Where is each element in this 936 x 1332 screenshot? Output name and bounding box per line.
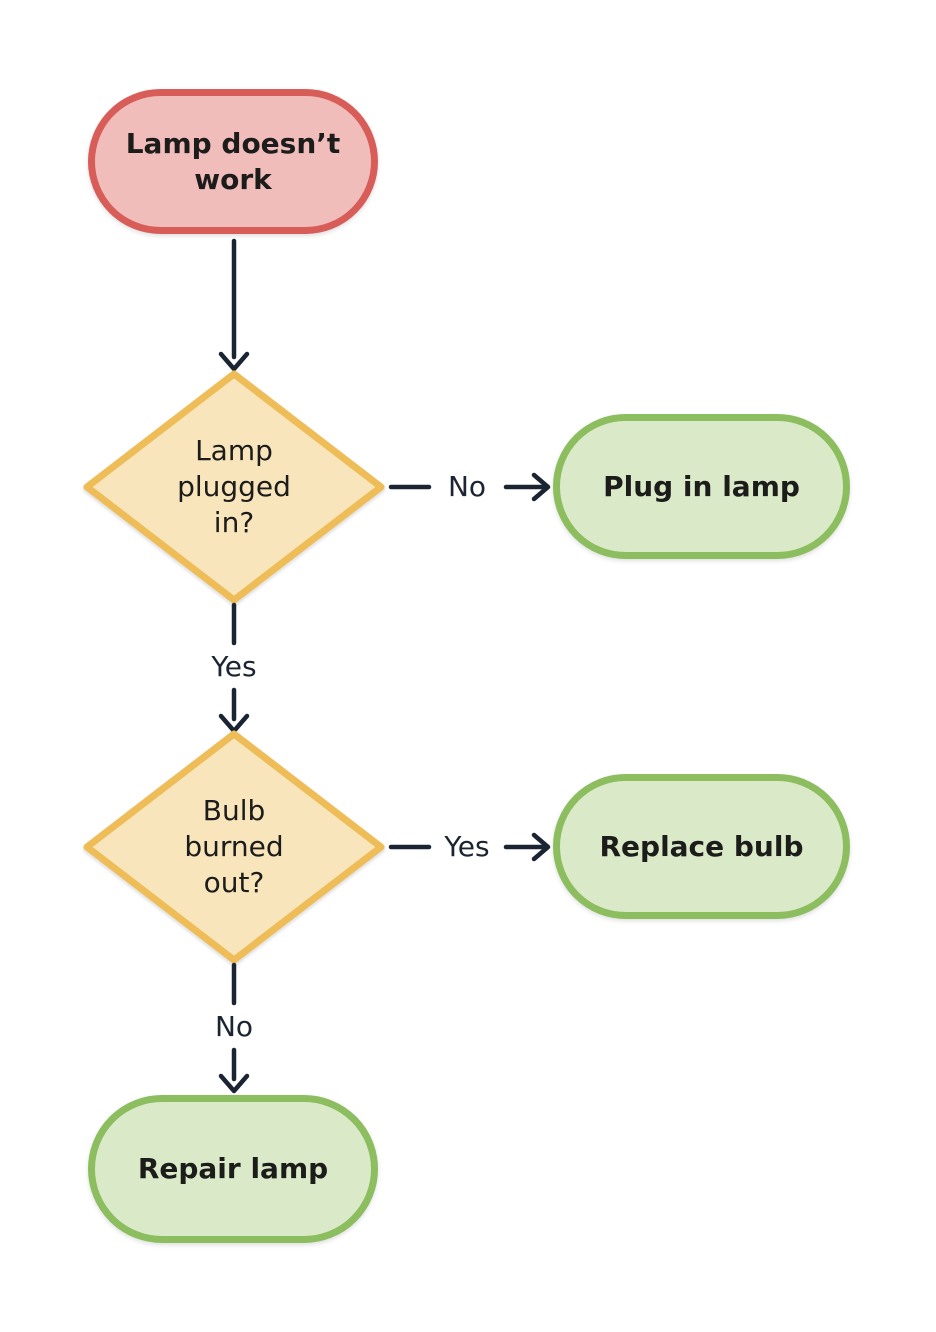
edge-bulb-no-arrowhead-icon [218, 1073, 250, 1094]
node-label-line: Bulb [202, 794, 266, 827]
edge-label-no: No [447, 470, 487, 503]
node-label-line: plugged [177, 470, 291, 503]
node-label-line: work [194, 162, 272, 196]
result-node-plug-in-lamp: Plug in lamp [553, 414, 850, 559]
edge-start-to-plugged-arrowhead-icon [218, 351, 250, 372]
node-label-line: Replace bulb [599, 829, 804, 863]
node-label-line: Lamp doesn’t [125, 126, 341, 160]
edge-label-no: No [214, 1010, 254, 1043]
result-node-replace-bulb: Replace bulb [553, 774, 850, 919]
node-label-line: in? [213, 506, 255, 539]
result-node-repair-lamp: Repair lamp [88, 1095, 378, 1243]
edge-label-yes: Yes [444, 830, 490, 863]
decision-lamp-plugged-in-label: Lamp plugged in? [177, 433, 291, 541]
node-label-line: out? [203, 866, 265, 899]
node-label-line: burned [184, 830, 284, 863]
decision-bulb-burned-out-label: Bulb burned out? [184, 793, 283, 901]
edge-label-yes: Yes [211, 650, 257, 683]
node-label-line: Repair lamp [137, 1152, 329, 1185]
decision-bulb-burned-out-shape [83, 730, 385, 964]
node-label-line: Lamp [195, 434, 273, 467]
start-node-lamp-doesnt-work: Lamp doesn’t work [88, 89, 378, 234]
edge-bulb-yes-arrowhead-icon [531, 832, 551, 862]
edge-plugged-no-arrowhead-icon [531, 472, 551, 502]
node-label-line: Plug in lamp [603, 469, 800, 503]
decision-lamp-plugged-in-shape [83, 370, 385, 604]
